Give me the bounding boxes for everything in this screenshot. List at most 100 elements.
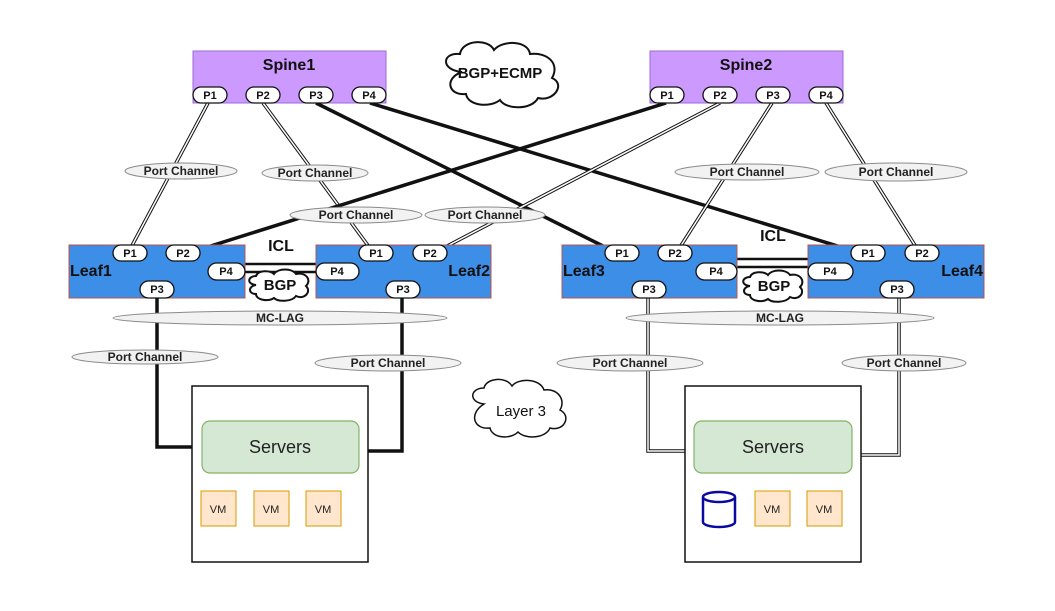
- spine2-port-p1-label: P1: [660, 90, 673, 102]
- server-rack-right-frame: [684, 385, 862, 563]
- leaf2: Leaf2 P1 P2 P4 P3: [315, 244, 492, 299]
- spine1-port-p4-label: P4: [362, 90, 376, 102]
- link-leaf1p3-servers: [155, 298, 202, 449]
- cloud-bgp-left: BGP: [248, 268, 310, 302]
- vm-left-3: VM: [305, 490, 342, 527]
- leaf4-port-p1-label: P1: [861, 248, 874, 260]
- leaf3-port-p3: P3: [631, 280, 667, 299]
- cloud-layer3-label: Layer 3: [496, 403, 546, 420]
- leaf3-port-p1: P1: [604, 244, 640, 262]
- cloud-bgp-right-label: BGP: [758, 278, 791, 295]
- port-channel-label-5: Port Channel: [710, 165, 785, 179]
- leaf4: Leaf4 P1 P2 P4 P3: [807, 244, 985, 299]
- leaf1-label: Leaf1: [70, 263, 112, 280]
- spine1: Spine1 P1 P2 P3 P4: [192, 50, 387, 104]
- spine1-port-p2-label: P2: [256, 90, 269, 102]
- spine1-port-p1-label: P1: [203, 90, 216, 102]
- vm-left-1: VM: [200, 490, 237, 527]
- servers-box-right: Servers: [693, 420, 853, 474]
- leaf3-port-p3-label: P3: [642, 284, 655, 296]
- port-channel-label-4: Port Channel: [448, 208, 523, 222]
- vm-right-2: VM: [806, 490, 843, 527]
- database-icon: [701, 490, 737, 529]
- port-channel-label-10: Port Channel: [867, 356, 942, 370]
- link-spine1p3-leaf3p1: [315, 101, 622, 257]
- leaf2-port-p2-label: P2: [423, 248, 436, 260]
- leaf1-port-p3-label: P3: [150, 284, 163, 296]
- leaf3-port-p2-label: P2: [668, 248, 681, 260]
- leaf2-port-p1-label: P1: [369, 248, 382, 260]
- spine1-port-p2: P2: [245, 86, 281, 104]
- vm-left-1-label: VM: [210, 504, 227, 516]
- leaf3-port-p4: P4: [695, 262, 738, 281]
- leaf1-port-p1: P1: [112, 244, 148, 262]
- leaf3: Leaf3 P1 P2 P4 P3: [561, 244, 738, 299]
- leaf1-port-p4: P4: [207, 262, 246, 281]
- spine-leaf-links: [125, 101, 923, 257]
- leaf3-port-p2: P2: [657, 244, 693, 262]
- port-channel-oval-10: Port Channel: [841, 354, 967, 372]
- server-rack-right: Servers VM VM: [684, 385, 862, 563]
- icl-label-right: ICL: [760, 228, 786, 245]
- leaf3-port-p1-label: P1: [615, 248, 628, 260]
- leaf-server-links: [155, 298, 901, 457]
- spine2: Spine2 P1 P2 P3 P4: [649, 50, 844, 104]
- port-channel-oval-9: Port Channel: [556, 354, 704, 372]
- servers-label-right: Servers: [742, 437, 804, 457]
- mclag-label-left: MC-LAG: [256, 311, 304, 325]
- servers-label-left: Servers: [249, 437, 311, 457]
- port-channel-label-6: Port Channel: [859, 165, 934, 179]
- spine2-port-p3: P3: [755, 86, 791, 104]
- port-channel-oval-7: Port Channel: [71, 349, 219, 365]
- link-spine1p4-leaf4p1: [369, 101, 868, 257]
- port-channel-label-1: Port Channel: [144, 164, 219, 178]
- link-spine2p1-leaf1p2: [181, 101, 667, 257]
- cloud-bgp-right: BGP: [742, 269, 804, 303]
- spine2-port-p3-label: P3: [766, 90, 779, 102]
- servers-box-left: Servers: [201, 420, 360, 474]
- port-channel-label-3: Port Channel: [319, 208, 394, 222]
- leaf1-port-p2-label: P2: [176, 248, 189, 260]
- leaf3-label: Leaf3: [563, 263, 605, 280]
- leaf1-port-p2: P2: [165, 244, 201, 262]
- port-channel-label-8: Port Channel: [351, 356, 426, 370]
- port-channel-oval-8: Port Channel: [314, 354, 462, 372]
- cloud-bgp-left-label: BGP: [264, 277, 297, 294]
- leaf4-port-p2: P2: [904, 244, 940, 262]
- port-channel-oval-4: Port Channel: [424, 206, 546, 224]
- leaf4-port-p1: P1: [850, 244, 886, 262]
- cloud-bgp-ecmp-label: BGP+ECMP: [458, 65, 543, 82]
- leaf4-label: Leaf4: [941, 263, 983, 280]
- server-rack-left: Servers VM VM VM: [191, 385, 369, 563]
- port-channel-label-7: Port Channel: [108, 350, 183, 364]
- spine1-port-p1: P1: [192, 86, 228, 104]
- vm-left-2-label: VM: [263, 504, 280, 516]
- vm-left-2: VM: [253, 490, 290, 527]
- vm-right-2-label: VM: [816, 504, 833, 516]
- mclag-label-right: MC-LAG: [756, 311, 804, 325]
- server-rack-left-frame: [191, 385, 369, 563]
- port-channel-label-2: Port Channel: [278, 166, 353, 180]
- spine2-port-p4: P4: [808, 86, 844, 104]
- mclag-oval-left: MC-LAG: [112, 310, 448, 326]
- vm-right-1-label: VM: [764, 504, 781, 516]
- leaf2-port-p4: P4: [315, 262, 360, 281]
- port-channel-oval-2: Port Channel: [261, 164, 369, 182]
- link-leaf4p3-servers: [852, 298, 901, 457]
- port-channel-oval-3: Port Channel: [289, 206, 423, 224]
- spine2-port-p4-label: P4: [819, 90, 833, 102]
- spine2-port-p1: P1: [649, 86, 685, 104]
- leaf2-port-p3: P3: [385, 280, 421, 299]
- icl-label-left: ICL: [268, 238, 294, 255]
- cloud-bgp-ecmp: BGP+ECMP: [445, 41, 559, 109]
- vm-right-1: VM: [754, 490, 791, 527]
- leaf2-port-p3-label: P3: [396, 284, 409, 296]
- leaf3-port-p4-label: P4: [709, 266, 723, 278]
- leaf1: Leaf1 P1 P2 P4 P3: [68, 244, 246, 299]
- leaf2-port-p1: P1: [358, 244, 394, 262]
- link-leaf3p3-servers: [646, 298, 694, 453]
- port-channel-oval-5: Port Channel: [674, 163, 820, 181]
- port-channel-label-9: Port Channel: [593, 356, 668, 370]
- spine1-port-p3: P3: [298, 86, 334, 104]
- leaf4-port-p4: P4: [807, 262, 854, 281]
